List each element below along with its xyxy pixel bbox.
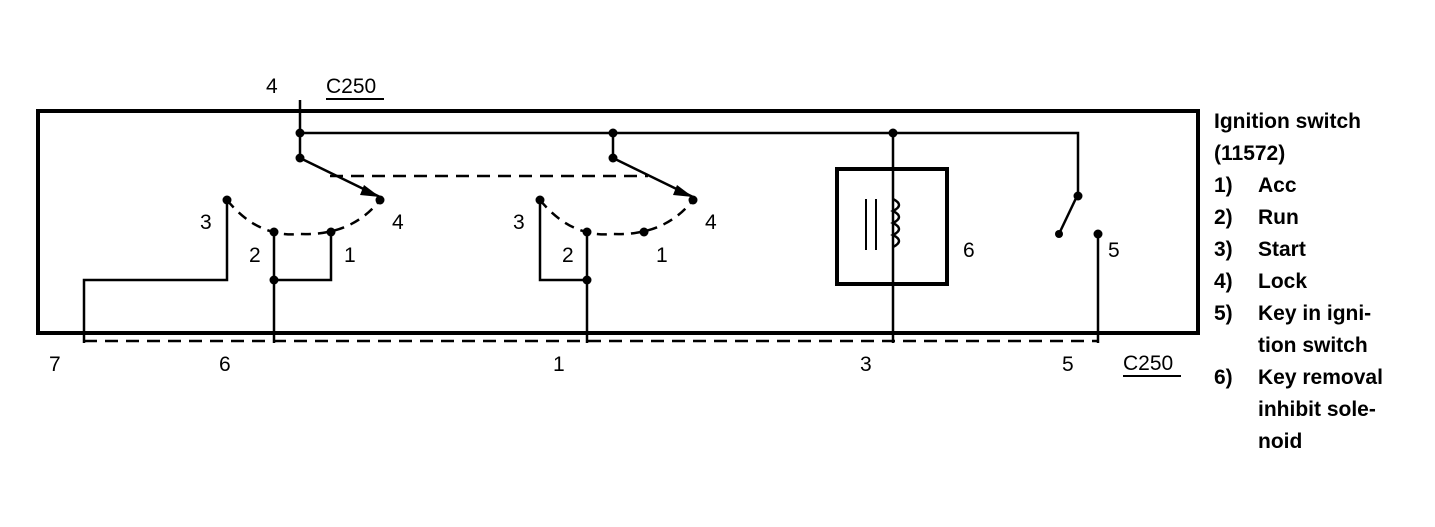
- bottom-pin-6: 6: [219, 353, 231, 376]
- legend-item-text: Lock: [1258, 270, 1308, 293]
- switch-left-label-start: 3: [200, 211, 212, 234]
- legend-item-text: Start: [1258, 238, 1306, 261]
- solenoid-label: 6: [963, 239, 975, 262]
- switch-middle-label-start: 3: [513, 211, 525, 234]
- top-connector-pin: 4: [266, 75, 278, 98]
- bottom-pin-7: 7: [49, 353, 61, 376]
- legend-title: Ignition switch: [1214, 110, 1361, 133]
- key-in-switch: 5: [1055, 191, 1120, 333]
- switch-left: 3 2 1 4: [82, 128, 404, 333]
- legend-item-number: 5): [1214, 302, 1233, 325]
- main-bus-wire: [300, 131, 1080, 194]
- key-in-switch-label: 5: [1108, 239, 1120, 262]
- switch-middle: 3 2 1 4: [513, 128, 717, 333]
- legend-part-number: (11572): [1214, 142, 1286, 165]
- switch-left-label-lock: 4: [392, 211, 404, 234]
- legend-item-number: 2): [1214, 206, 1233, 229]
- switch-housing: [36, 109, 1200, 335]
- legend-item-text: Key in igni- tion switch: [1258, 302, 1372, 357]
- legend-item-acc: 1) Acc: [1214, 170, 1424, 202]
- key-removal-solenoid: 6: [835, 128, 975, 333]
- bottom-connector-name: C250: [1123, 352, 1173, 375]
- legend-item-key-in-switch: 5) Key in igni- tion switch: [1214, 298, 1424, 362]
- bottom-pin-1: 1: [553, 353, 565, 376]
- switch-left-label-acc: 1: [344, 244, 356, 267]
- legend: Ignition switch (11572) 1) Acc 2) Run 3)…: [1214, 106, 1424, 458]
- legend-item-number: 4): [1214, 270, 1233, 293]
- switch-middle-label-acc: 1: [656, 244, 668, 267]
- legend-item-run: 2) Run: [1214, 202, 1424, 234]
- legend-item-lock: 4) Lock: [1214, 266, 1424, 298]
- bottom-pin-5: 5: [1062, 353, 1074, 376]
- switch-middle-label-run: 2: [562, 244, 574, 267]
- legend-item-text: Key removal inhibit sole- noid: [1258, 366, 1383, 453]
- legend-item-text: Run: [1258, 206, 1299, 229]
- legend-item-number: 6): [1214, 366, 1233, 389]
- legend-item-key-removal-solenoid: 6) Key removal inhibit sole- noid: [1214, 362, 1424, 458]
- top-connector-name: C250: [326, 75, 376, 98]
- legend-item-number: 1): [1214, 174, 1233, 197]
- legend-item-start: 3) Start: [1214, 234, 1424, 266]
- legend-item-text: Acc: [1258, 174, 1297, 197]
- switch-middle-label-lock: 4: [705, 211, 717, 234]
- bottom-pin-3: 3: [860, 353, 872, 376]
- legend-item-number: 3): [1214, 238, 1233, 261]
- switch-left-label-run: 2: [249, 244, 261, 267]
